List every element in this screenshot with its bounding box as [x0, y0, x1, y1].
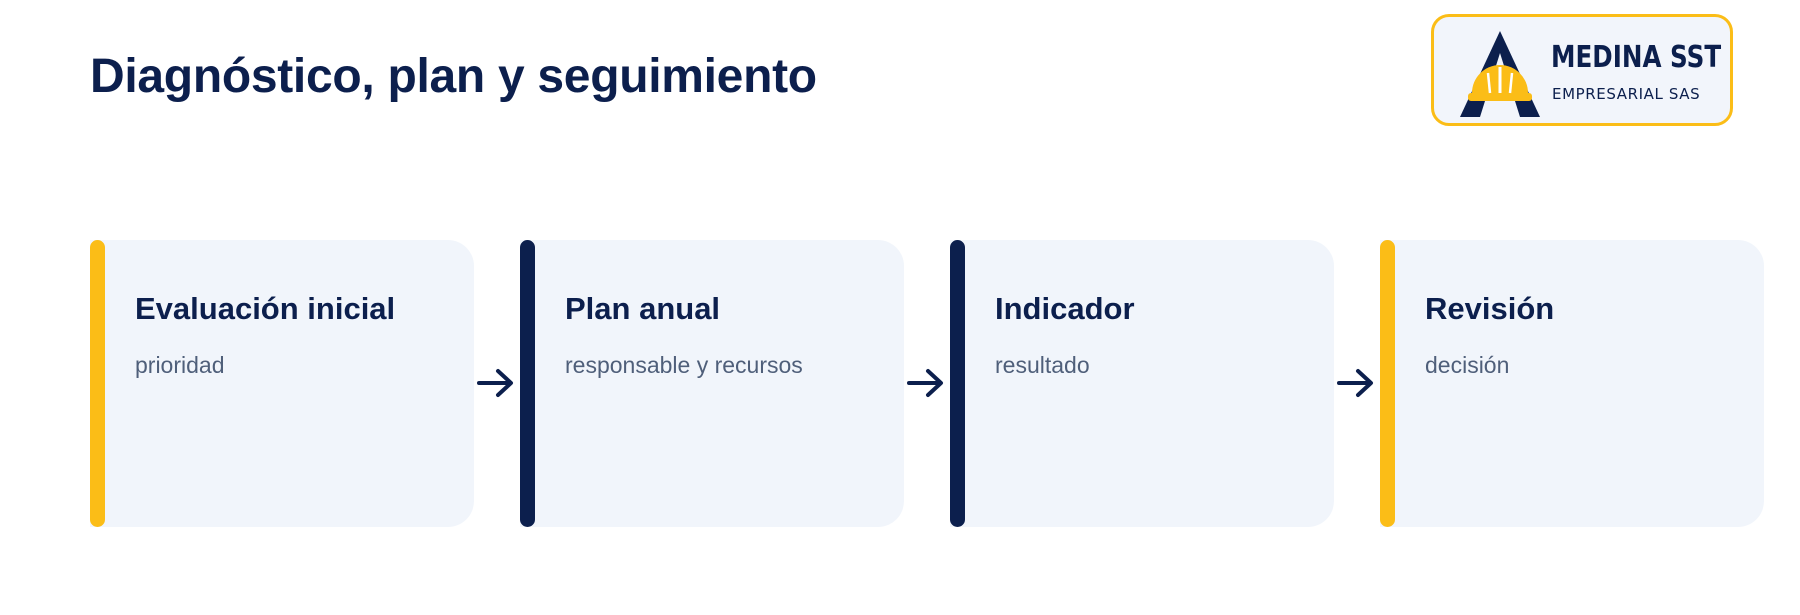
step-card-revision: Revisión decisión [1380, 240, 1764, 527]
step-accent-bar [520, 240, 535, 527]
step-title: Revisión [1425, 291, 1555, 326]
step-title: Evaluación inicial [135, 291, 396, 326]
step-card-indicador: Indicador resultado [950, 240, 1334, 527]
process-flow: Evaluación inicial prioridad Plan anual … [90, 240, 1765, 527]
step-description: responsable y recursos [565, 352, 803, 378]
page-title: Diagnóstico, plan y seguimiento [90, 50, 817, 103]
step-description: decisión [1425, 352, 1510, 378]
logo-company-name: MEDINA SST [1551, 40, 1722, 75]
arrow-right-icon [1337, 369, 1373, 397]
step-title: Indicador [995, 291, 1135, 326]
company-logo: MEDINA SST EMPRESARIAL SAS [1431, 14, 1733, 126]
step-accent-bar [1380, 240, 1395, 527]
step-card-evaluacion-inicial: Evaluación inicial prioridad [90, 240, 474, 527]
step-card-plan-anual: Plan anual responsable y recursos [520, 240, 904, 527]
step-accent-bar [90, 240, 105, 527]
arrow-right-icon [477, 369, 513, 397]
logo-company-subtitle: EMPRESARIAL SAS [1552, 85, 1701, 103]
arrow-right-icon [907, 369, 943, 397]
step-description: prioridad [135, 352, 225, 378]
step-description: resultado [995, 352, 1090, 378]
step-accent-bar [950, 240, 965, 527]
hard-hat-triangle-logo-icon [1460, 31, 1540, 117]
step-title: Plan anual [565, 291, 721, 326]
